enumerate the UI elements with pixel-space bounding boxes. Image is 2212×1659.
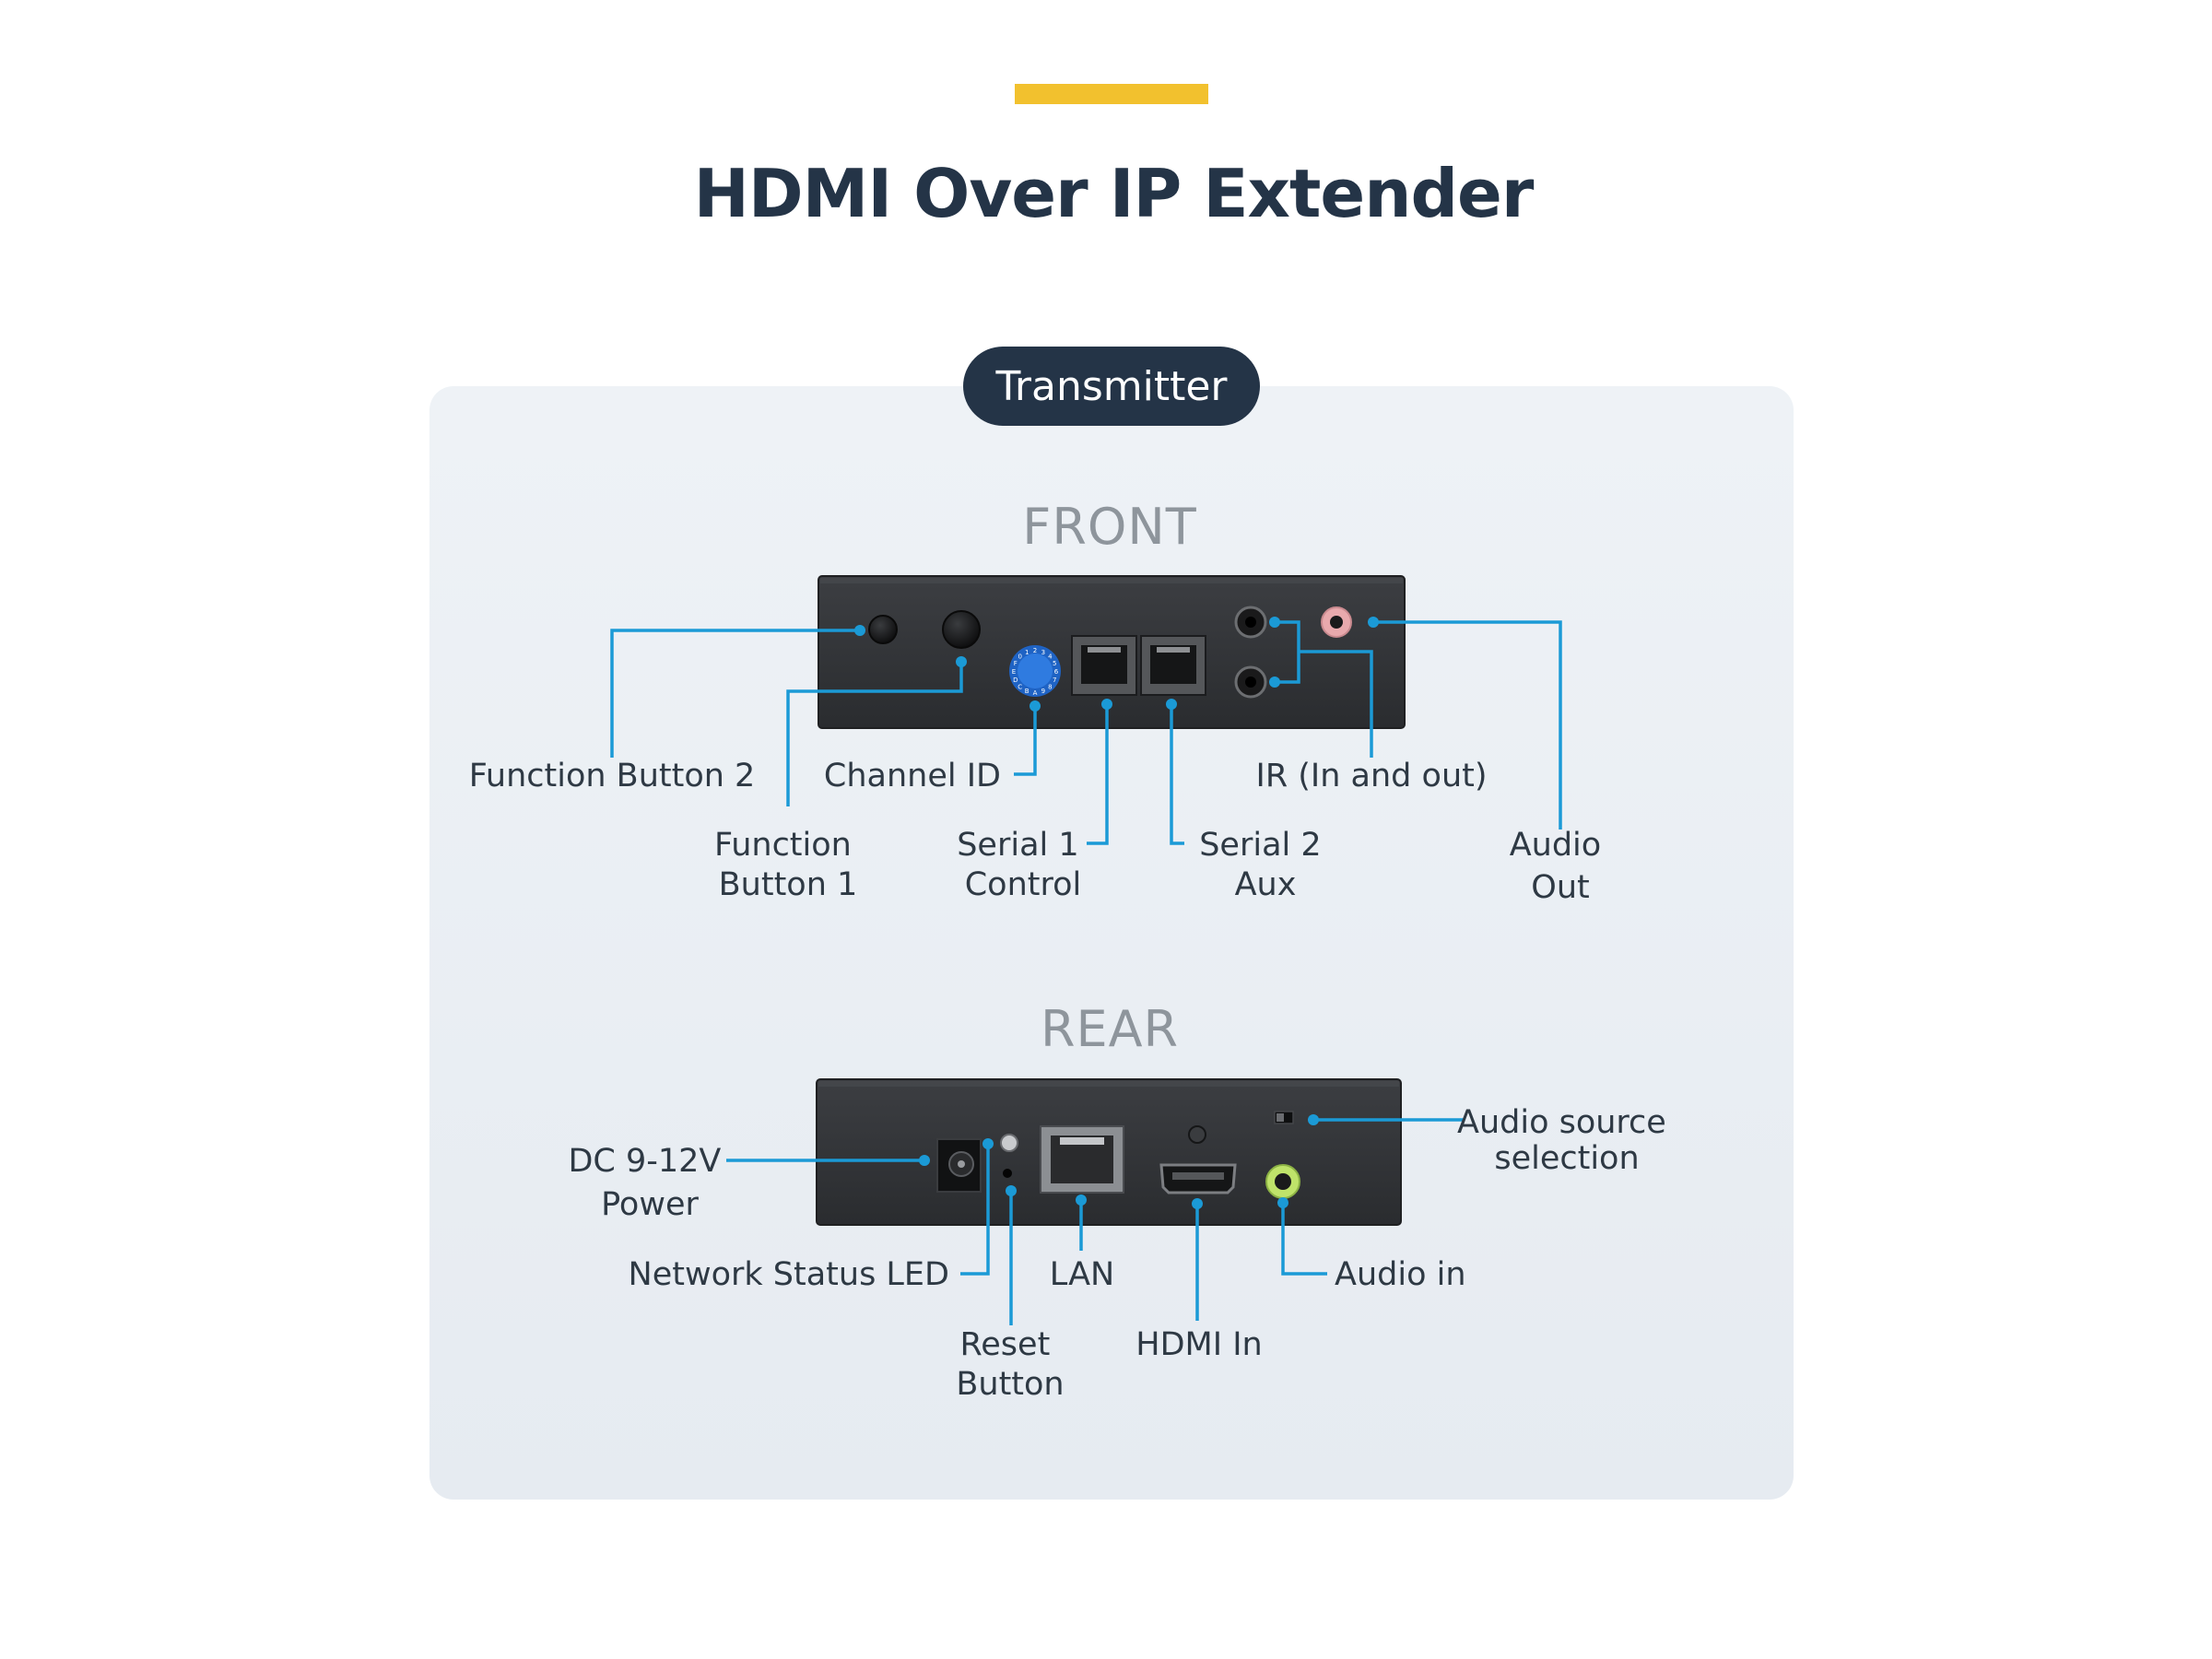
transmitter-panel bbox=[429, 386, 1794, 1500]
audio-source-selection-label: Audio source selection bbox=[1457, 1104, 1677, 1177]
dial-digit: B bbox=[1025, 688, 1030, 695]
dial-digit: C bbox=[1018, 683, 1022, 690]
dial-digit: 0 bbox=[1018, 653, 1021, 661]
dial-digit: 4 bbox=[1048, 653, 1053, 661]
serial-2-label: Serial 2 Aux bbox=[1199, 827, 1332, 903]
serial-1-port-icon bbox=[1071, 635, 1137, 696]
front-callouts bbox=[610, 620, 1562, 845]
dial-digit: 3 bbox=[1041, 649, 1045, 656]
rear-callouts bbox=[726, 1118, 1464, 1325]
function-button-1-label: Function Button 1 bbox=[714, 827, 862, 903]
reset-button-label: Reset Button bbox=[956, 1326, 1064, 1403]
hdmi-in-label: HDMI In bbox=[1135, 1326, 1262, 1363]
serial-1-label: Serial 1 Control bbox=[957, 827, 1089, 903]
lan-port-icon bbox=[1040, 1125, 1124, 1194]
channel-id-label: Channel ID bbox=[824, 758, 1001, 794]
ir-port-icon bbox=[1234, 606, 1267, 699]
transmitter-badge: Transmitter bbox=[963, 347, 1260, 426]
hdmi-in-port-icon bbox=[1159, 1125, 1237, 1194]
audio-source-switch-icon bbox=[1274, 1111, 1294, 1124]
dial-digit: E bbox=[1012, 668, 1016, 676]
rear-heading: REAR bbox=[1040, 1000, 1180, 1058]
dial-digit: 2 bbox=[1033, 647, 1037, 654]
front-callout-dots bbox=[854, 617, 1379, 712]
dial-digit: 5 bbox=[1053, 660, 1056, 667]
function-button-2-icon bbox=[868, 615, 898, 644]
lan-label: LAN bbox=[1050, 1256, 1114, 1293]
rear-callout-dots bbox=[919, 1114, 1319, 1209]
audio-in-jack-icon bbox=[1265, 1164, 1300, 1199]
network-status-led-icon bbox=[1000, 1134, 1018, 1152]
dial-digit: 7 bbox=[1053, 677, 1056, 684]
dial-digit: 1 bbox=[1025, 649, 1029, 656]
dc-power-jack-icon bbox=[936, 1138, 982, 1193]
dial-digit: 6 bbox=[1054, 668, 1059, 676]
dc-power-label: DC 9-12V Power bbox=[568, 1143, 731, 1223]
dial-digit: 9 bbox=[1041, 688, 1045, 695]
front-heading: FRONT bbox=[1022, 498, 1197, 556]
dial-digit: 8 bbox=[1048, 683, 1052, 690]
page-title: HDMI Over IP Extender bbox=[693, 155, 1535, 232]
accent-bar bbox=[1015, 84, 1208, 104]
dial-digit: F bbox=[1014, 660, 1018, 667]
function-button-2-label: Function Button 2 bbox=[469, 758, 756, 794]
audio-out-label: Audio Out bbox=[1510, 827, 1612, 906]
function-button-1-icon bbox=[942, 610, 981, 649]
audio-out-jack-icon bbox=[1321, 606, 1352, 638]
rear-device bbox=[816, 1078, 1402, 1226]
ir-label: IR (In and out) bbox=[1256, 758, 1488, 794]
reset-button-icon bbox=[1003, 1169, 1012, 1178]
dial-digit: A bbox=[1033, 689, 1038, 697]
audio-in-label: Audio in bbox=[1335, 1256, 1466, 1293]
network-status-led-label: Network Status LED bbox=[629, 1256, 949, 1293]
serial-2-port-icon bbox=[1140, 635, 1206, 696]
dial-digit: D bbox=[1013, 677, 1018, 684]
